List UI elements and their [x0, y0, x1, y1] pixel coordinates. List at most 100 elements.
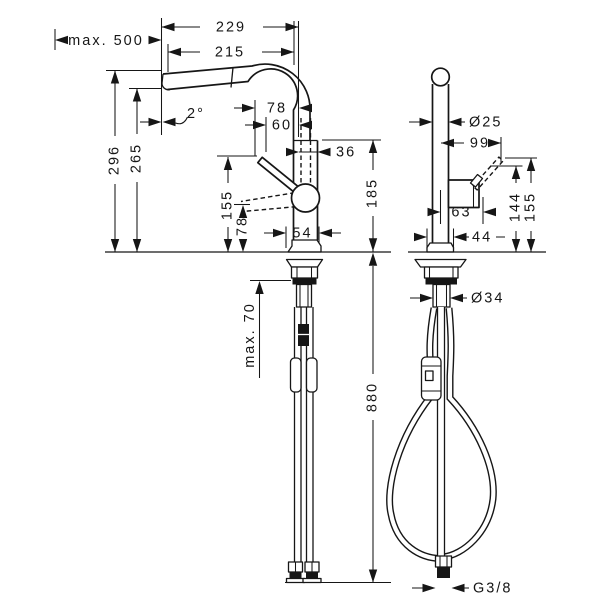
arrowhead: [132, 88, 142, 102]
side-escutcheon: [426, 242, 455, 253]
ball-joint: [290, 183, 321, 213]
dim-label-144: 144: [508, 192, 524, 222]
dim-counter-max: max. 70: [242, 281, 264, 378]
dim-label-angle: 2°: [187, 106, 205, 122]
hose-connectors: [285, 561, 322, 584]
arrowhead: [420, 293, 433, 303]
threaded-shank: [295, 283, 313, 308]
seal-ring: [292, 278, 317, 285]
arrowhead: [285, 22, 299, 32]
dim-label-229: 229: [216, 20, 246, 36]
dim-label-185: 185: [365, 178, 381, 208]
dim-hole-diameter: Ø34: [410, 291, 504, 307]
arrowhead: [450, 293, 463, 303]
arrowhead: [132, 239, 142, 252]
dim-label-60: 60: [272, 118, 292, 134]
arrowhead: [148, 35, 162, 45]
hose-end-right: [305, 357, 318, 393]
dim-label-215: 215: [215, 45, 245, 61]
arrowhead: [441, 138, 454, 148]
arrowhead: [526, 239, 536, 252]
dim-height-total: 296: [107, 70, 123, 252]
supply-hoses: [293, 307, 314, 562]
arrowhead: [511, 166, 521, 179]
dim-lever-reach: 99: [441, 136, 501, 152]
arrowhead: [110, 70, 120, 84]
dim-base-width: 54: [264, 226, 341, 242]
dim-label-63: 63: [451, 205, 471, 221]
dim-label-36: 36: [336, 145, 356, 161]
dim-height-outlet: 265: [129, 88, 145, 252]
base-escutcheon: [287, 239, 322, 253]
faucet-body: [240, 140, 322, 253]
arrowhead: [319, 228, 332, 238]
arrowhead: [368, 252, 378, 266]
dim-lever-up-height: 155: [220, 157, 236, 252]
arrowhead: [451, 583, 465, 593]
dim-label-44: 44: [472, 230, 492, 246]
dim-label-78-top: 78: [267, 101, 287, 117]
spout-inner-edge: [167, 68, 299, 141]
dim-thread-size: G3/8: [412, 581, 510, 597]
weight-notch: [424, 370, 434, 382]
arrowhead: [148, 117, 162, 127]
dim-label-78-side: 78: [235, 216, 251, 236]
front-view: 229 215 max. 500 2° 2: [54, 18, 391, 584]
arrowhead: [368, 238, 378, 252]
hose-weight: [420, 356, 442, 401]
spray-head-joint: [230, 67, 234, 88]
dim-outlet-height: 185: [365, 140, 381, 252]
dim-label-155-front: 155: [220, 190, 236, 220]
under-counter-side: [386, 258, 497, 578]
dim-label-max500: max. 500: [68, 33, 144, 49]
front-extension-lines: [106, 18, 391, 584]
arrowhead: [253, 120, 266, 130]
dim-label-155-side: 155: [523, 192, 539, 222]
mounting-washer: [285, 258, 324, 268]
arrowhead: [419, 117, 433, 127]
thread-connector: [434, 555, 453, 578]
hose-loop: [386, 307, 497, 562]
handle-lever-side: [471, 156, 505, 191]
dim-spout-angle: 2°: [140, 106, 205, 127]
column: [430, 67, 451, 243]
arrowhead: [317, 147, 331, 157]
dim-projection: 229: [161, 20, 299, 36]
dim-body-offset: 36: [286, 145, 356, 161]
dim-hose-length: 880: [365, 252, 381, 583]
dim-lever-down-height: 78: [235, 205, 251, 252]
dim-label-dia34: Ø34: [471, 291, 504, 307]
dim-label-296: 296: [107, 145, 123, 175]
dim-label-max70: max. 70: [242, 302, 258, 368]
pullout-hose-hidden: [300, 118, 312, 186]
arrowhead: [223, 157, 233, 170]
arrowhead: [511, 239, 521, 252]
dim-label-99: 99: [470, 136, 490, 152]
arrowhead: [414, 232, 427, 242]
threaded-shank-side: [432, 283, 451, 308]
column-cap: [430, 67, 451, 87]
arrowhead: [286, 147, 299, 157]
lever-pivot: [469, 173, 484, 188]
mounting-nut: [290, 266, 319, 279]
connection-pipe: [436, 307, 446, 556]
arrowhead: [448, 117, 462, 127]
arrowhead: [427, 207, 441, 217]
dim-label-54: 54: [292, 226, 312, 242]
leader-line: [175, 116, 188, 125]
under-counter-front: [285, 258, 324, 584]
arrowhead: [55, 35, 68, 45]
arrowhead: [273, 228, 286, 238]
arrowhead: [526, 158, 536, 171]
arrowhead: [255, 281, 264, 294]
arrowhead: [242, 103, 255, 113]
dim-label-880: 880: [365, 382, 381, 412]
dim-lever-tip-height: 155: [523, 158, 539, 252]
dim-label-265: 265: [129, 143, 145, 173]
dim-pivot-height: 144: [508, 166, 524, 252]
arrowhead: [422, 583, 436, 593]
column-edges: [431, 84, 450, 243]
dim-base-depth: 44: [414, 230, 505, 246]
